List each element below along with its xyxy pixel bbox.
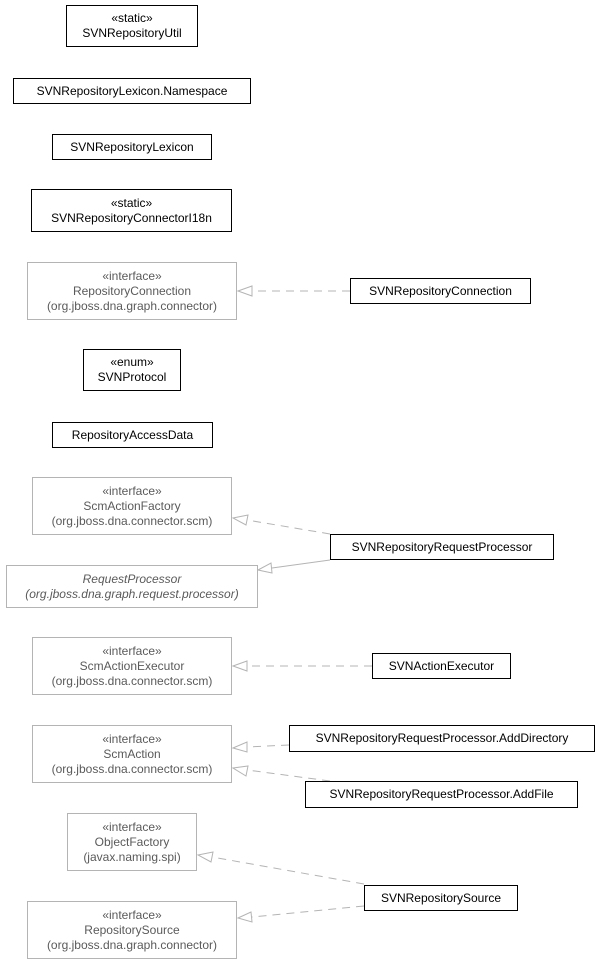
class-name: SVNRepositoryRequestProcessor	[351, 539, 533, 554]
class-name: ScmActionExecutor	[79, 658, 185, 673]
class-name: RepositoryAccessData	[71, 427, 194, 442]
class-name: SVNRepositoryRequestProcessor.AddFile	[329, 787, 554, 801]
class-name: SVNRepositorySource	[380, 890, 502, 905]
interface-objectfactory[interactable]: «interface» ObjectFactory (javax.naming.…	[67, 813, 197, 871]
enum-svnprotocol[interactable]: «enum» SVNProtocol	[83, 349, 181, 391]
class-svnrepositorysource[interactable]: SVNRepositorySource	[364, 885, 518, 911]
edge-requestprocessor-extends-requestprocessor	[256, 559, 331, 574]
package-label: (org.jboss.dna.graph.connector)	[46, 937, 218, 952]
class-name: RequestProcessor	[82, 571, 182, 586]
package-label: (org.jboss.dna.graph.connector)	[46, 298, 218, 313]
edge-source-realizes-objectfactory	[196, 851, 365, 885]
class-name: ScmActionFactory	[83, 498, 181, 513]
stereotype-label: «interface»	[102, 819, 162, 834]
edge-requestprocessor-realizes-scmactionfactory	[231, 514, 331, 535]
abstract-requestprocessor[interactable]: RequestProcessor (org.jboss.dna.graph.re…	[6, 565, 258, 608]
class-svnrepositoryconnection[interactable]: SVNRepositoryConnection	[350, 278, 531, 304]
class-name: SVNRepositoryUtil	[82, 26, 182, 40]
class-name: SVNProtocol	[97, 370, 167, 384]
interface-scmaction[interactable]: «interface» ScmAction (org.jboss.dna.con…	[32, 725, 232, 783]
class-name: ScmAction	[103, 746, 161, 761]
package-label: (org.jboss.dna.connector.scm)	[51, 761, 213, 776]
stereotype-label: «enum»	[110, 355, 154, 369]
edge-actionexecutor-realizes-scmactionexecutor	[231, 660, 372, 672]
class-svnrepositorylexicon[interactable]: SVNRepositoryLexicon	[52, 134, 212, 160]
class-name: SVNRepositoryRequestProcessor.AddDirecto…	[315, 731, 569, 745]
edge-adddirectory-realizes-scmaction	[231, 741, 290, 753]
package-label: (org.jboss.dna.connector.scm)	[51, 513, 213, 528]
class-adddirectory[interactable]: SVNRepositoryRequestProcessor.AddDirecto…	[289, 725, 595, 752]
stereotype-label: «interface»	[102, 643, 162, 658]
class-name: RepositorySource	[84, 922, 180, 937]
class-name: ObjectFactory	[94, 834, 170, 849]
class-name: SVNRepositoryConnection	[369, 283, 512, 298]
class-name: SVNRepositoryLexicon	[70, 139, 194, 154]
interface-repositoryconnection[interactable]: «interface» RepositoryConnection (org.jb…	[27, 262, 237, 320]
edge-addfile-realizes-scmaction	[231, 765, 331, 782]
class-addfile[interactable]: SVNRepositoryRequestProcessor.AddFile	[305, 781, 578, 808]
package-label: (org.jboss.dna.connector.scm)	[51, 673, 213, 688]
class-svnrepositoryrequestprocessor[interactable]: SVNRepositoryRequestProcessor	[330, 534, 554, 560]
edge-connection-realizes-repositoryconnection	[236, 285, 350, 297]
class-name: SVNRepositoryConnectorI18n	[51, 210, 212, 225]
interface-scmactionexecutor[interactable]: «interface» ScmActionExecutor (org.jboss…	[32, 637, 232, 695]
interface-repositorysource[interactable]: «interface» RepositorySource (org.jboss.…	[27, 901, 237, 959]
stereotype-label: «static»	[110, 195, 153, 210]
class-svnactionexecutor[interactable]: SVNActionExecutor	[372, 653, 511, 679]
class-svnrepositoryconnectori18n[interactable]: «static» SVNRepositoryConnectorI18n	[31, 189, 232, 232]
class-name: SVNActionExecutor	[388, 658, 495, 673]
stereotype-label: «interface»	[102, 268, 162, 283]
edge-source-realizes-repositorysource	[236, 905, 365, 923]
stereotype-label: «interface»	[102, 483, 162, 498]
stereotype-label: «static»	[111, 11, 153, 25]
class-svnrepositorylexicon-namespace[interactable]: SVNRepositoryLexicon.Namespace	[13, 78, 251, 104]
stereotype-label: «interface»	[102, 907, 162, 922]
package-label: (javax.naming.spi)	[83, 849, 181, 864]
class-name: RepositoryConnection	[72, 283, 192, 298]
package-label: (org.jboss.dna.graph.request.processor)	[25, 586, 239, 601]
interface-scmactionfactory[interactable]: «interface» ScmActionFactory (org.jboss.…	[32, 477, 232, 535]
class-repositoryaccessdata[interactable]: RepositoryAccessData	[52, 422, 213, 448]
class-svnrepositoryutil[interactable]: «static» SVNRepositoryUtil	[66, 5, 198, 47]
class-name: SVNRepositoryLexicon.Namespace	[36, 83, 228, 98]
stereotype-label: «interface»	[102, 731, 162, 746]
